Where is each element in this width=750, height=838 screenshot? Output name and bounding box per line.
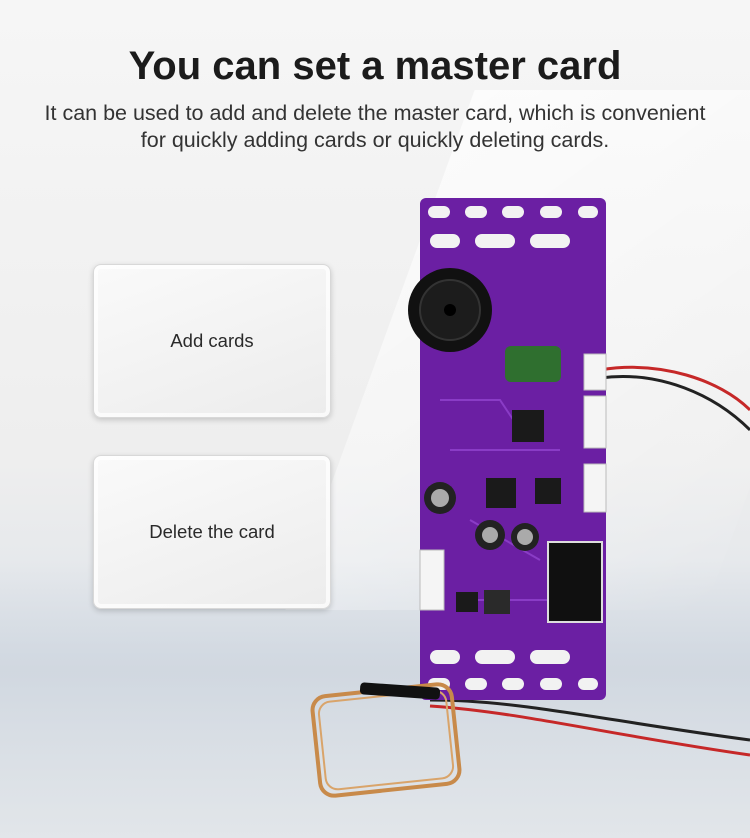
bluetooth-module: [547, 541, 603, 623]
add-cards-label: Add cards: [170, 330, 254, 351]
buzzer: [408, 268, 492, 352]
connector-lower: [583, 463, 607, 513]
add-cards-card: Add cards: [93, 264, 331, 418]
page-title: You can set a master card: [128, 44, 622, 88]
inductor: [484, 590, 510, 614]
mcu-chip: [512, 410, 544, 442]
rfid-coil-antenna: [310, 682, 462, 798]
green-capacitor: [505, 346, 561, 382]
coil-red-wire: [429, 704, 750, 757]
connector-middle: [583, 395, 607, 449]
coil-black-wire: [429, 698, 750, 742]
red-wire: [599, 365, 750, 412]
ic-chip-2: [535, 478, 561, 504]
delete-card-label: Delete the card: [149, 521, 275, 542]
ic-chip: [486, 478, 516, 508]
black-wire: [599, 375, 750, 432]
small-chip: [456, 592, 478, 612]
page-description: It can be used to add and delete the mas…: [44, 101, 706, 152]
connector-top: [583, 353, 607, 391]
delete-card-card: Delete the card: [93, 455, 331, 609]
connector-left: [419, 549, 445, 611]
